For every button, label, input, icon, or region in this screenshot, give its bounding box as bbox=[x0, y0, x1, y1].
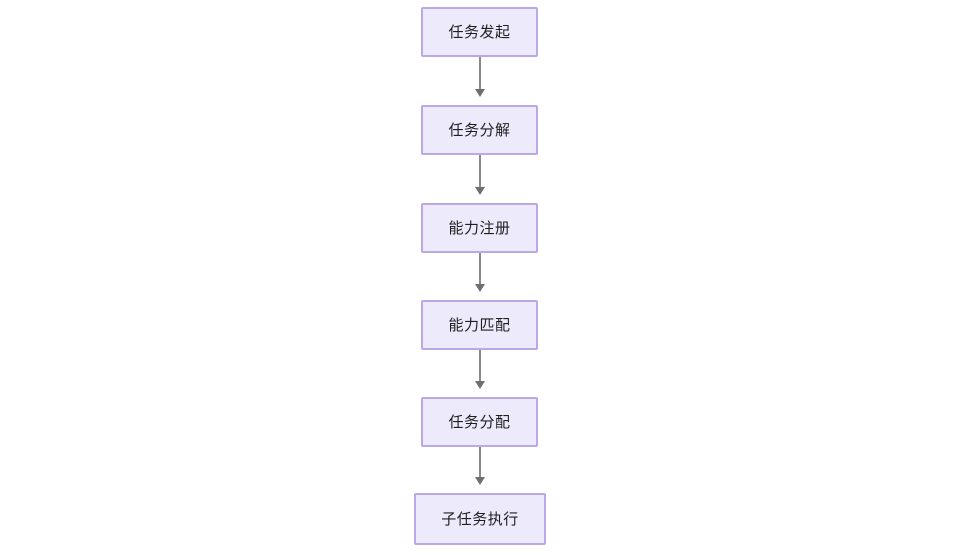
node-label: 能力匹配 bbox=[448, 315, 511, 334]
arrowhead-icon bbox=[475, 187, 485, 195]
node-label: 任务分解 bbox=[448, 120, 511, 139]
node-task-assign[interactable]: 任务分配 bbox=[421, 397, 538, 447]
edge-line bbox=[479, 447, 481, 477]
node-subtask-execute[interactable]: 子任务执行 bbox=[414, 493, 546, 545]
arrowhead-icon bbox=[475, 89, 485, 97]
node-label: 能力注册 bbox=[448, 218, 511, 237]
node-capability-register[interactable]: 能力注册 bbox=[421, 203, 538, 253]
node-label: 子任务执行 bbox=[441, 509, 519, 528]
edge-line bbox=[479, 253, 481, 284]
arrowhead-icon bbox=[475, 477, 485, 485]
node-label: 任务发起 bbox=[448, 22, 511, 41]
node-task-initiate[interactable]: 任务发起 bbox=[421, 7, 538, 57]
arrowhead-icon bbox=[475, 284, 485, 292]
edge-line bbox=[479, 350, 481, 381]
edge-line bbox=[479, 155, 481, 187]
node-capability-match[interactable]: 能力匹配 bbox=[421, 300, 538, 350]
arrowhead-icon bbox=[475, 381, 485, 389]
node-label: 任务分配 bbox=[448, 412, 511, 431]
edge-line bbox=[479, 57, 481, 89]
node-task-decompose[interactable]: 任务分解 bbox=[421, 105, 538, 155]
